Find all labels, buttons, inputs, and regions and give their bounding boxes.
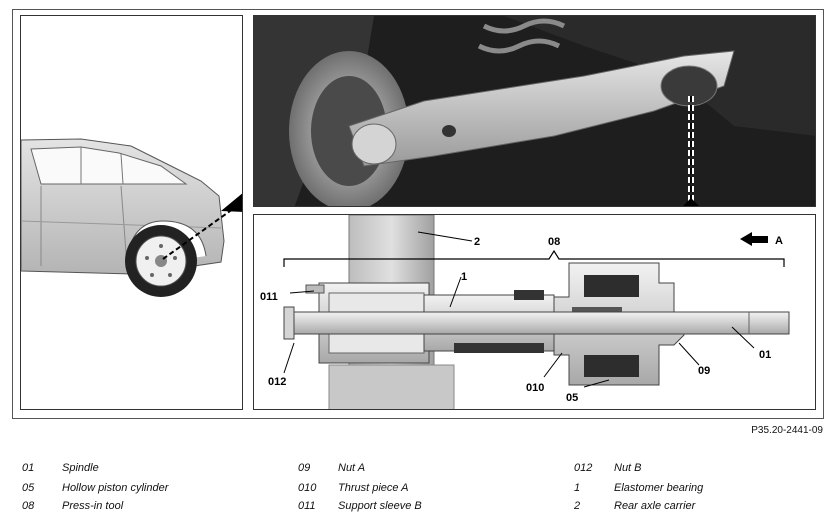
callout-A: A	[775, 235, 783, 247]
callout-05: 05	[566, 392, 578, 404]
callout-09: 09	[698, 365, 710, 377]
legend-text: Spindle	[62, 462, 99, 474]
axle-photo	[254, 16, 815, 206]
callout-01: 01	[759, 349, 771, 361]
legend-text: Thrust piece A	[338, 482, 409, 494]
legend-code: 012	[574, 462, 593, 474]
callout-08: 08	[548, 236, 560, 248]
legend-text: Press-in tool	[62, 500, 124, 512]
figure-reference: P35.20-2441-09	[751, 425, 823, 436]
legend-text: Support sleeve B	[338, 500, 422, 512]
vehicle-view-panel	[20, 15, 243, 410]
legend-code: 09	[298, 462, 311, 474]
axle-photo-panel	[253, 15, 816, 207]
legend-text: Hollow piston cylinder	[62, 482, 169, 494]
legend-text: Rear axle carrier	[614, 500, 696, 512]
callout-1: 1	[461, 271, 467, 283]
press-in-tool-diagram: 2 08 A 1 011 01 012 010 09 05	[253, 214, 816, 410]
callout-012: 012	[268, 376, 286, 388]
legend-code: 01	[22, 462, 35, 474]
legend-code: 010	[298, 482, 317, 494]
direction-arrow-icon	[740, 232, 768, 246]
legend-code: 2	[574, 500, 581, 512]
legend-text: Nut A	[338, 462, 366, 474]
section-drawing: 2 08 A 1 011 01 012 010 09 05	[260, 215, 790, 409]
legend-code: 011	[298, 500, 316, 512]
vehicle-illustration	[21, 138, 242, 297]
legend-text: Elastomer bearing	[614, 482, 704, 494]
callout-010: 010	[526, 382, 544, 394]
legend-text: Nut B	[614, 462, 642, 474]
legend-code: 1	[574, 482, 581, 494]
callout-011: 011	[260, 291, 278, 303]
callout-2: 2	[474, 236, 480, 248]
legend-code: 05	[22, 482, 35, 494]
legend-code: 08	[22, 500, 35, 512]
